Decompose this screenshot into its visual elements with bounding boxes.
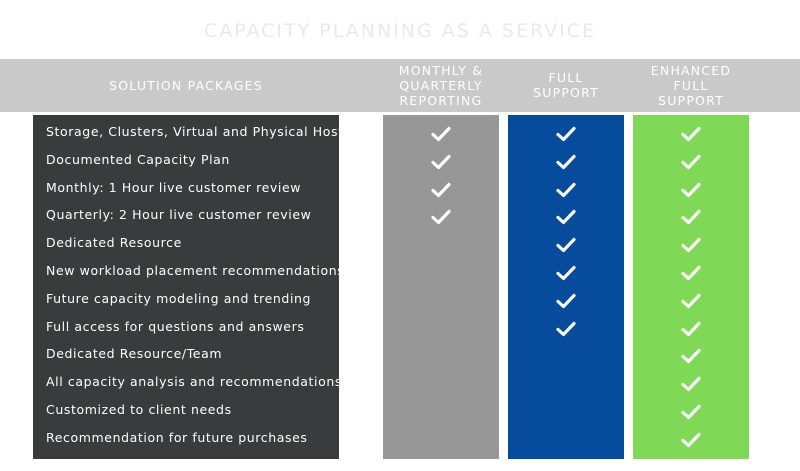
checkmark-icon (431, 182, 451, 198)
full-support-package-column (508, 115, 624, 459)
feature-label: Monthly: 1 Hour live customer review (46, 179, 302, 195)
header-line: SUPPORT (658, 93, 724, 108)
header-line: FULL (673, 78, 709, 93)
feature-label: All capacity analysis and recommendation… (46, 374, 342, 390)
checkmark-icon (556, 182, 576, 198)
header-solution-packages: SOLUTION PACKAGES (109, 78, 263, 93)
header-line: REPORTING (399, 93, 483, 108)
monthly-package-column (383, 115, 499, 459)
header-line: FULL (548, 70, 584, 85)
header-line: SUPPORT (533, 85, 599, 100)
checkmark-icon (556, 293, 576, 309)
header-enhanced-full-support: ENHANCED FULL SUPPORT (633, 63, 749, 108)
feature-label: Storage, Clusters, Virtual and Physical … (46, 124, 351, 139)
checkmark-icon (431, 154, 451, 170)
checkmark-icon (556, 321, 576, 337)
checkmark-icon (556, 209, 576, 225)
checkmark-icon (431, 209, 451, 225)
checkmark-icon (681, 432, 701, 448)
header-line: QUARTERLY (399, 78, 483, 93)
checkmark-icon (556, 154, 576, 170)
checkmark-icon (681, 376, 701, 392)
checkmark-icon (681, 126, 701, 142)
checkmark-icon (681, 265, 701, 281)
checkmark-icon (681, 293, 701, 309)
feature-label: Documented Capacity Plan (46, 151, 230, 167)
header-line: MONTHLY & (398, 63, 484, 78)
checkmark-icon (556, 265, 576, 281)
checkmark-icon (681, 404, 701, 420)
enhanced-full-support-package-column (633, 115, 749, 459)
checkmark-icon (681, 154, 701, 170)
checkmark-icon (431, 126, 451, 142)
feature-label: Customized to client needs (46, 402, 232, 417)
page-title: CAPACITY PLANNING AS A SERVICE (203, 20, 596, 42)
checkmark-icon (681, 321, 701, 337)
feature-label: Future capacity modeling and trending (46, 290, 312, 306)
checkmark-icon (681, 348, 701, 364)
checkmark-icon (681, 182, 701, 198)
feature-label: Dedicated Resource (46, 235, 182, 251)
feature-label: Full access for questions and answers (46, 318, 305, 334)
feature-label: New workload placement recommendations (46, 263, 345, 278)
feature-label: Quarterly: 2 Hour live customer review (46, 207, 312, 223)
header-bar (0, 59, 800, 112)
checkmark-icon (556, 237, 576, 253)
header-line: ENHANCED (650, 63, 732, 78)
checkmark-icon (681, 209, 701, 225)
features-column (33, 115, 339, 459)
feature-label: Dedicated Resource/Team (46, 346, 223, 362)
header-monthly-quarterly-reporting: MONTHLY & QUARTERLY REPORTING (383, 63, 499, 108)
checkmark-icon (556, 126, 576, 142)
header-full-support: FULL SUPPORT (508, 70, 624, 100)
checkmark-icon (681, 237, 701, 253)
feature-label: Recommendation for future purchases (46, 429, 308, 445)
